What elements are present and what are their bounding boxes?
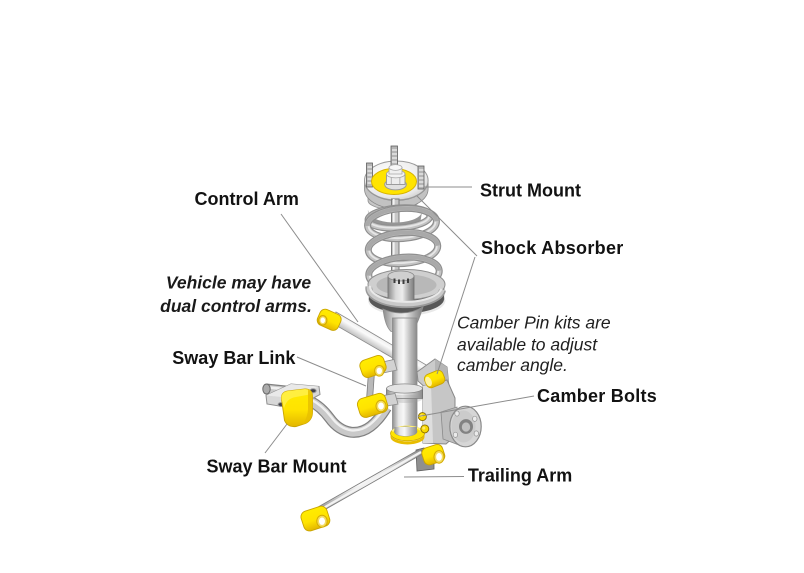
svg-text:Vehicle may have: Vehicle may have — [166, 273, 312, 293]
svg-text:dual control arms.: dual control arms. — [160, 296, 312, 316]
svg-text:Trailing Arm: Trailing Arm — [468, 466, 572, 486]
svg-text:Camber Bolts: Camber Bolts — [537, 386, 657, 406]
svg-text:Sway Bar Mount: Sway Bar Mount — [207, 456, 347, 476]
svg-text:Strut Mount: Strut Mount — [480, 180, 581, 200]
svg-text:camber angle.: camber angle. — [457, 355, 568, 375]
svg-text:Camber Pin kits are: Camber Pin kits are — [457, 313, 611, 333]
svg-text:available to adjust: available to adjust — [457, 335, 598, 355]
svg-text:Control Arm: Control Arm — [195, 189, 299, 209]
svg-text:Sway Bar Link: Sway Bar Link — [172, 348, 296, 368]
svg-text:Shock Absorber: Shock Absorber — [481, 238, 624, 258]
